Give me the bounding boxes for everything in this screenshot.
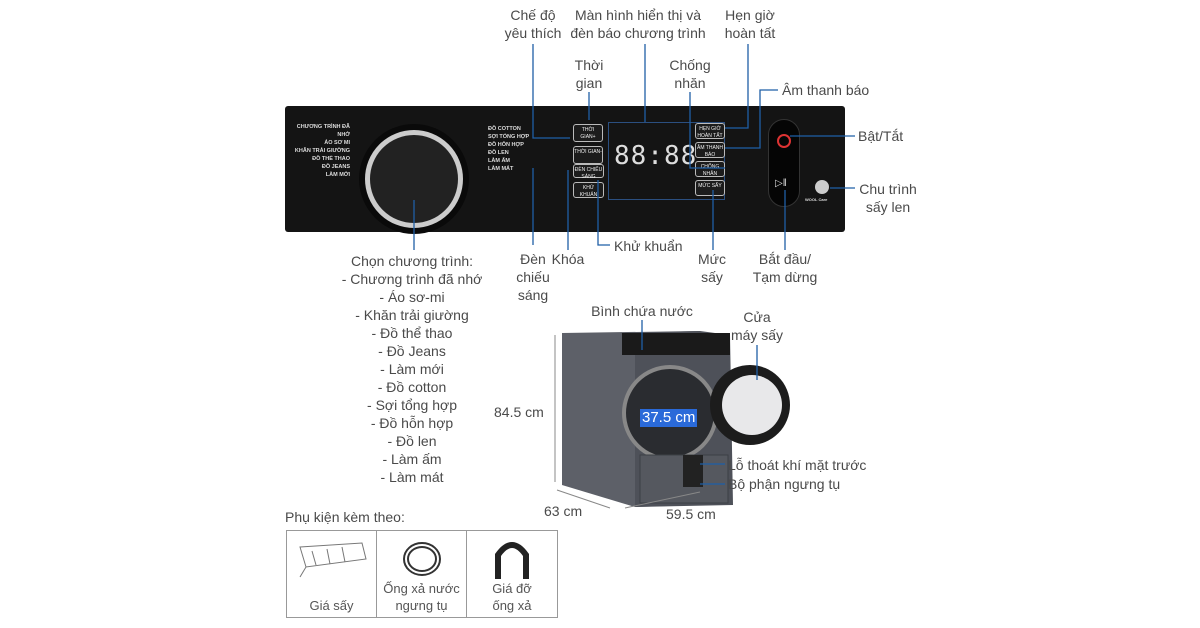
program-label: ĐỒ THỂ THAO xyxy=(312,156,350,162)
program-label: LÀM MÁT xyxy=(488,166,514,172)
program-item: - Chương trình đã nhớ xyxy=(341,271,483,287)
control-panel: CHƯƠNG TRÌNH ĐÃ NHỚ ÁO SƠ MI KHĂN TRẢI G… xyxy=(285,106,845,232)
program-label: ĐỒ JEANS xyxy=(321,164,350,170)
callout-water-tank: Bình chứa nước xyxy=(591,303,693,319)
drying-rack-icon xyxy=(298,542,367,578)
program-label: ĐỒ LEN xyxy=(488,150,509,156)
display-panel: 88:88 xyxy=(608,122,725,200)
program-item: - Áo sơ-mi xyxy=(379,289,445,305)
program-label: SỢI TỔNG HỢP xyxy=(488,134,530,140)
hygiene-button[interactable]: KHỬ KHUẨN xyxy=(573,182,604,198)
air-vent xyxy=(683,455,703,487)
program-list: Chọn chương trình: - Chương trình đã nhớ… xyxy=(342,252,483,486)
program-dial[interactable] xyxy=(365,130,463,228)
program-item: - Đồ thể thao xyxy=(371,325,453,341)
program-item: - Làm ấm xyxy=(382,451,442,467)
program-list-title: Chọn chương trình: xyxy=(350,253,474,269)
callout-air-vent: Lỗ thoát khí mặt trước xyxy=(728,457,867,473)
program-item: - Khăn trải giường xyxy=(355,307,469,323)
door-glass xyxy=(722,375,782,435)
program-item: - Làm mới xyxy=(380,361,444,377)
program-label: CHƯƠNG TRÌNH ĐÃ NHỚ xyxy=(296,124,350,138)
program-label: ÁO SƠ MI xyxy=(324,140,350,146)
signal-button[interactable]: ÂM THANH BÁO xyxy=(695,142,725,158)
program-item: - Đồ hỗn hợp xyxy=(370,415,454,431)
callout-hygiene: Khử khuẩn xyxy=(614,238,683,254)
power-button[interactable] xyxy=(777,134,791,148)
display-digits: 88:88 xyxy=(614,141,698,171)
program-item: - Làm mát xyxy=(380,469,444,485)
right-program-labels: ĐỒ COTTON SỢI TỔNG HỢP ĐỒ HỖN HỢP ĐỒ LEN… xyxy=(488,125,548,173)
program-item: - Sợi tổng hợp xyxy=(367,397,457,413)
dimension-drum-diameter: 37.5 cm xyxy=(640,409,698,427)
dimension-height: 84.5 cm xyxy=(494,404,544,420)
program-label: KHĂN TRẢI GIƯỜNG xyxy=(294,148,350,154)
time-minus-button[interactable]: THỜI GIAN- xyxy=(573,146,603,164)
wool-care-label: WOOL Care xyxy=(805,197,828,202)
dimension-depth: 63 cm xyxy=(544,503,583,519)
delay-end-button[interactable]: HẸN GIỜ HOÀN TẤT xyxy=(695,123,725,139)
callout-power: Bật/Tắt xyxy=(858,128,904,144)
program-label: LÀM ẤM xyxy=(488,158,510,164)
drain-hose-icon xyxy=(402,542,441,576)
intensity-button[interactable]: MỨC SẤY xyxy=(695,180,725,196)
wool-care-button[interactable] xyxy=(815,180,829,194)
program-label: LÀM MỚI xyxy=(325,172,350,178)
time-plus-button[interactable]: THỜI GIAN+ xyxy=(573,124,603,142)
power-start-panel: ▷‖ xyxy=(768,119,800,207)
program-label: ĐỒ HỖN HỢP xyxy=(488,142,524,148)
program-item: - Đồ cotton xyxy=(377,379,447,395)
callout-start-pause: Bắt đầu/Tạm dừng xyxy=(752,251,818,285)
dryer-control-strip xyxy=(622,333,730,355)
program-item: - Đồ Jeans xyxy=(378,343,446,359)
hose-holder-icon xyxy=(495,542,529,579)
program-item: - Đồ len xyxy=(387,433,437,449)
lamp-button[interactable]: ĐÈN CHIẾU SÁNG xyxy=(573,164,604,180)
dimension-width: 59.5 cm xyxy=(666,506,716,522)
anti-crease-button[interactable]: CHỐNG NHĂN xyxy=(695,161,725,177)
left-program-labels: CHƯƠNG TRÌNH ĐÃ NHỚ ÁO SƠ MI KHĂN TRẢI G… xyxy=(288,123,350,179)
accessories-title: Phụ kiện kèm theo: xyxy=(285,509,405,525)
start-pause-button[interactable]: ▷‖ xyxy=(775,178,787,189)
callout-signal: Âm thanh báo xyxy=(782,82,870,98)
callout-condenser: Bộ phận ngưng tụ xyxy=(728,476,841,492)
accessory-drying-rack: Giá sấy xyxy=(287,531,377,617)
callout-lock: Khóa xyxy=(551,251,585,267)
program-label: ĐỒ COTTON xyxy=(488,126,521,132)
